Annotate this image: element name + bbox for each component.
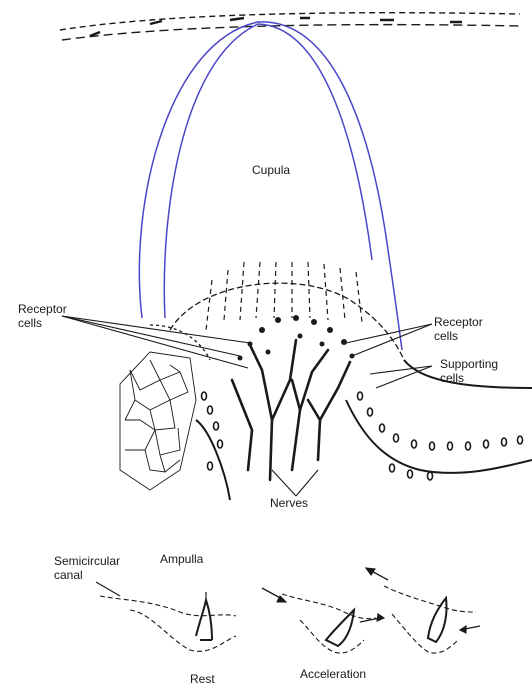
nerves-label: Nerves: [270, 497, 308, 510]
nerve-fibers: [232, 340, 350, 480]
semicircular-canal-label-line1: Semicircular: [54, 555, 120, 568]
receptor-cells-left-label-line1: Receptor: [18, 303, 67, 316]
acceleration-figure-2: [366, 568, 480, 653]
ampulla-walls: [196, 360, 532, 500]
supporting-cell-ovals: [202, 392, 523, 480]
acceleration-figure-1: [262, 588, 384, 653]
receptor-cells-right-label-line2: cells: [434, 330, 458, 343]
rest-label: Rest: [190, 673, 215, 686]
receptor-cells-right-label-line1: Receptor: [434, 316, 483, 329]
cupula-outline: [139, 22, 402, 350]
supporting-cells-label-line2: cells: [440, 372, 464, 385]
ampulla-label: Ampulla: [160, 553, 203, 566]
acceleration-label: Acceleration: [300, 668, 366, 681]
cupula-label: Cupula: [252, 164, 290, 177]
connective-tissue-mesh: [120, 352, 196, 490]
semicircular-canal-label-line2: canal: [54, 569, 83, 582]
cupula-hair-lines: [206, 262, 362, 330]
supporting-cells-label-line1: Supporting: [440, 358, 498, 371]
receptor-cells-left-label-line2: cells: [18, 317, 42, 330]
rest-ampulla-figure: [96, 582, 236, 651]
